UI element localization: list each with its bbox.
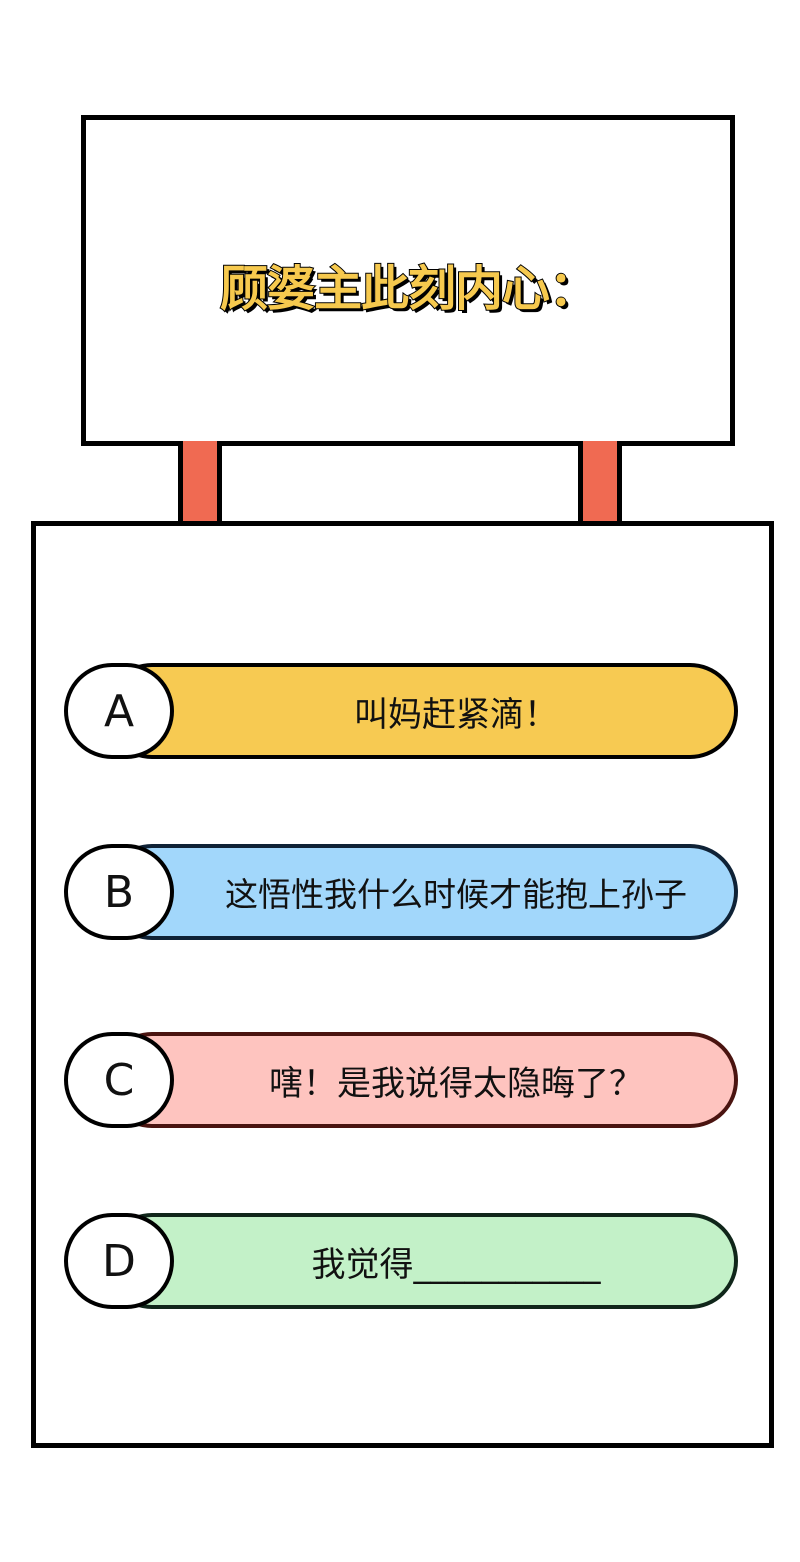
option-d[interactable]: 我觉得___________ D [64,1213,738,1309]
sign-title: 顾婆主此刻内心： [219,260,598,318]
option-b-letter-badge: B [64,844,174,940]
option-b[interactable]: 这悟性我什么时候才能抱上孙子 B [64,844,738,940]
option-a-text: 叫妈赶紧滴！ [354,694,558,735]
option-a-bar [104,663,738,759]
sign-board: 顾婆主此刻内心： [81,115,735,446]
option-d-text: 我觉得___________ [311,1244,601,1285]
option-c-text: 嗐！是我说得太隐晦了？ [269,1063,643,1104]
option-c[interactable]: 嗐！是我说得太隐晦了？ C [64,1032,738,1128]
option-d-letter-badge: D [64,1213,174,1309]
option-a-letter-badge: A [64,663,174,759]
sign-post-right [578,441,622,523]
option-c-letter-badge: C [64,1032,174,1128]
option-a[interactable]: 叫妈赶紧滴！ A [64,663,738,759]
option-b-text: 这悟性我什么时候才能抱上孙子 [225,875,687,914]
option-c-bar [104,1032,738,1128]
option-b-bar [104,844,738,940]
option-d-bar [104,1213,738,1309]
sign-post-left [178,441,222,523]
